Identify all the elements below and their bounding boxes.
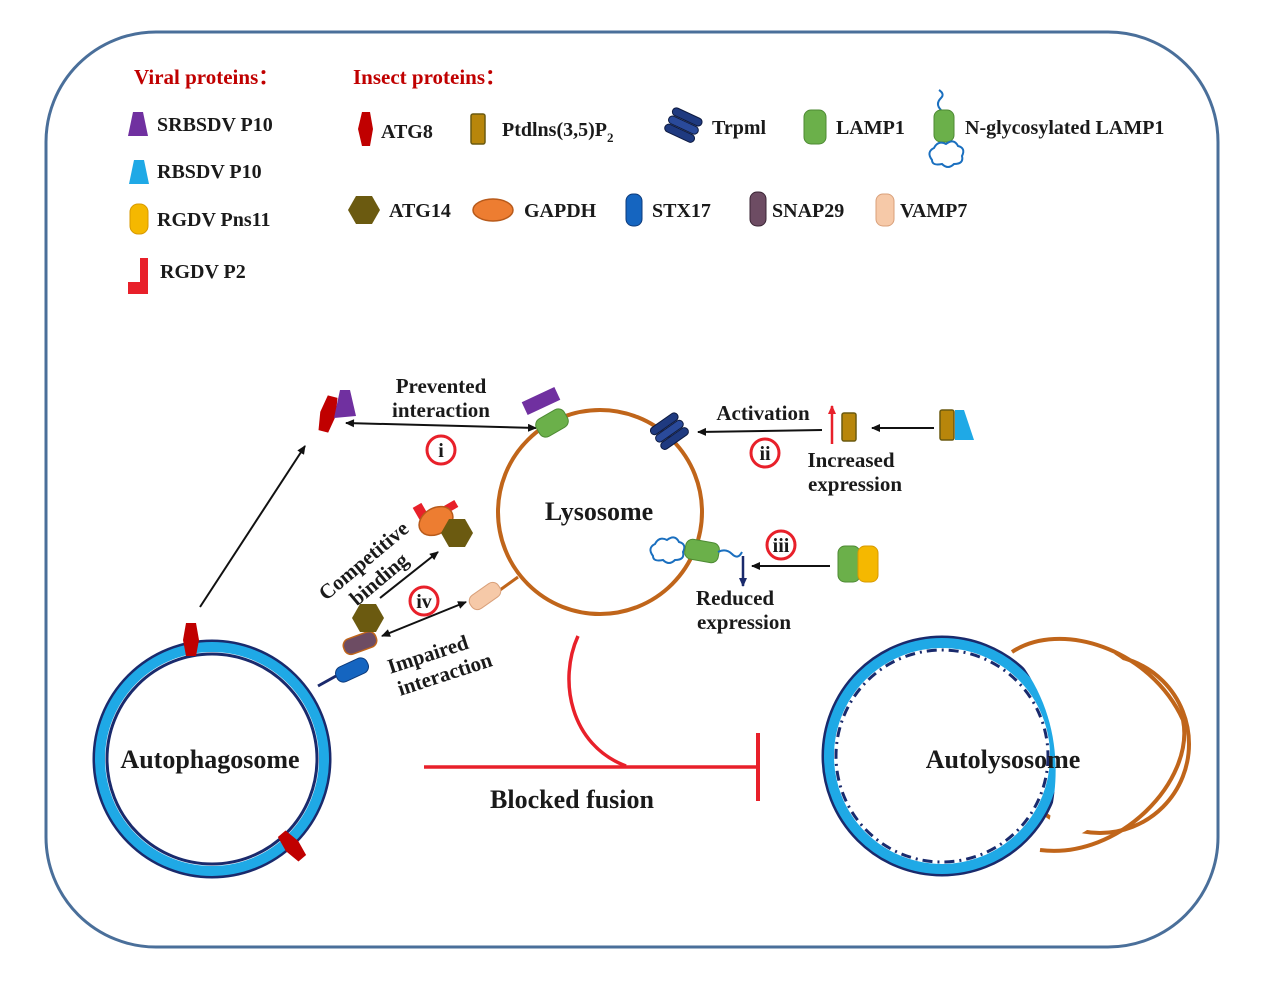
blocked-fusion-label: Blocked fusion [490,785,655,814]
legend-label: RBSDV P10 [157,161,262,183]
autophagosome-membrane [95,642,329,876]
blocked-fusion-arc [567,635,627,768]
legend-item-snap29: SNAP29 [749,191,844,227]
lamp1-icon [837,545,861,583]
legend-label: RGDV P2 [160,261,246,283]
prevented-interaction-arrow [345,419,537,432]
svg-text:iv: iv [416,591,432,613]
viral-proteins-title: Viral proteins： [134,65,279,89]
legend-label: SNAP29 [772,200,844,222]
atg14-icon [348,196,380,224]
legend-label: VAMP7 [900,200,967,222]
gapdh-icon [472,198,514,222]
lamp1-icon [803,109,827,145]
reduced-expression-label: Reduced [696,586,774,610]
autophagosome-label: Autophagosome [120,745,299,774]
atg8-release-arrow [199,445,306,608]
marker-i [425,434,457,466]
lamp1-icon [535,408,569,438]
stx17-icon [625,193,643,227]
legend-item-stx17: STX17 [625,193,711,227]
legend-item-n-glycosylated-lamp1: N-glycosylated LAMP1 [928,89,1164,168]
autophagosome [92,639,332,879]
rbsdv-p10-icon [955,410,974,440]
rgdv-p2-icon [128,258,148,294]
competitive-binding-arrow [379,551,439,599]
rbsdv-p10-icon [129,160,149,184]
rgdv-pns11-icon [857,545,879,583]
lysosome-label: Lysosome [545,497,653,526]
vamp7-icon [468,581,502,611]
atg8-icon [183,623,199,656]
legend-label: ATG8 [381,121,433,143]
marker-ii [749,437,781,469]
legend-label-trpml: Trpml [712,117,767,139]
legend-label: RGDV Pns11 [157,209,271,231]
legend-item-atg8: ATG8 [358,112,433,146]
impaired-interaction-arrow [381,601,467,637]
reduced-expression-label-2: expression [697,610,791,634]
increased-expression-label: Increased [807,448,894,472]
increased-expression-label-2: expression [808,472,902,496]
legend-label: GAPDH [524,200,597,222]
stx17-icon [335,657,369,683]
atg14-icon [352,604,384,632]
srbsdv-p10-icon [521,387,561,415]
atg14-icon [441,519,473,547]
rgdv-pns11-icon [129,203,149,235]
atg8-icon [318,395,338,433]
srbsdv-p10-icon [128,112,148,136]
ptdlns-icon [939,409,955,441]
autolysosome [821,635,1191,877]
svg-text:i: i [438,440,444,462]
n-glycosylated-lamp1-icon [933,109,955,143]
legend-label: SRBSDV P10 [157,114,273,136]
prevented-interaction-label-2: interaction [392,398,490,422]
legend-label: N-glycosylated LAMP1 [965,117,1164,139]
atg8-icon [358,112,373,146]
snap29-icon [749,191,767,227]
n-glycosylated-lamp1-icon [684,538,720,564]
svg-text:iii: iii [773,535,790,557]
legend-label: LAMP1 [836,117,905,139]
prevented-interaction-label: Prevented [396,374,487,398]
legend-item-ptdlns: Ptdlns(3,5)P2 [470,113,614,145]
marker-iv [408,585,440,617]
legend-item-lamp1: LAMP1 [803,109,905,145]
snap29-icon [342,630,378,656]
legend-item-vamp7: VAMP7 [875,193,967,227]
lysosome [496,408,704,616]
insect-proteins-title: Insect proteins： [353,65,506,89]
activation-arrow [697,427,823,436]
ptdlns-icon [470,113,486,145]
legend-label: ATG14 [389,200,451,222]
srbsdv-p10-icon [334,390,356,418]
autolysosome-label: Autolysosome [926,745,1081,774]
atg8-icon [277,830,307,862]
vamp7-icon [875,193,895,227]
glycan-tail [937,89,944,111]
legend-item-atg14: ATG14 [348,196,451,224]
svg-text:ii: ii [759,443,771,465]
legend-item-rbsdv-p10: RBSDV P10 [129,160,262,184]
marker-iii [765,529,797,561]
legend-label: STX17 [652,200,711,222]
legend-label: Ptdlns(3,5)P2 [502,119,614,145]
legend-item-gapdh: GAPDH [472,198,597,222]
legend-item-rgdv-pns11: RGDV Pns11 [129,203,271,235]
ptdlns-icon [841,412,857,442]
activation-label: Activation [716,401,810,425]
legend-item-rgdv-p2: RGDV P2 [128,258,246,294]
legend-item-srbsdv-p10: SRBSDV P10 [128,112,273,136]
